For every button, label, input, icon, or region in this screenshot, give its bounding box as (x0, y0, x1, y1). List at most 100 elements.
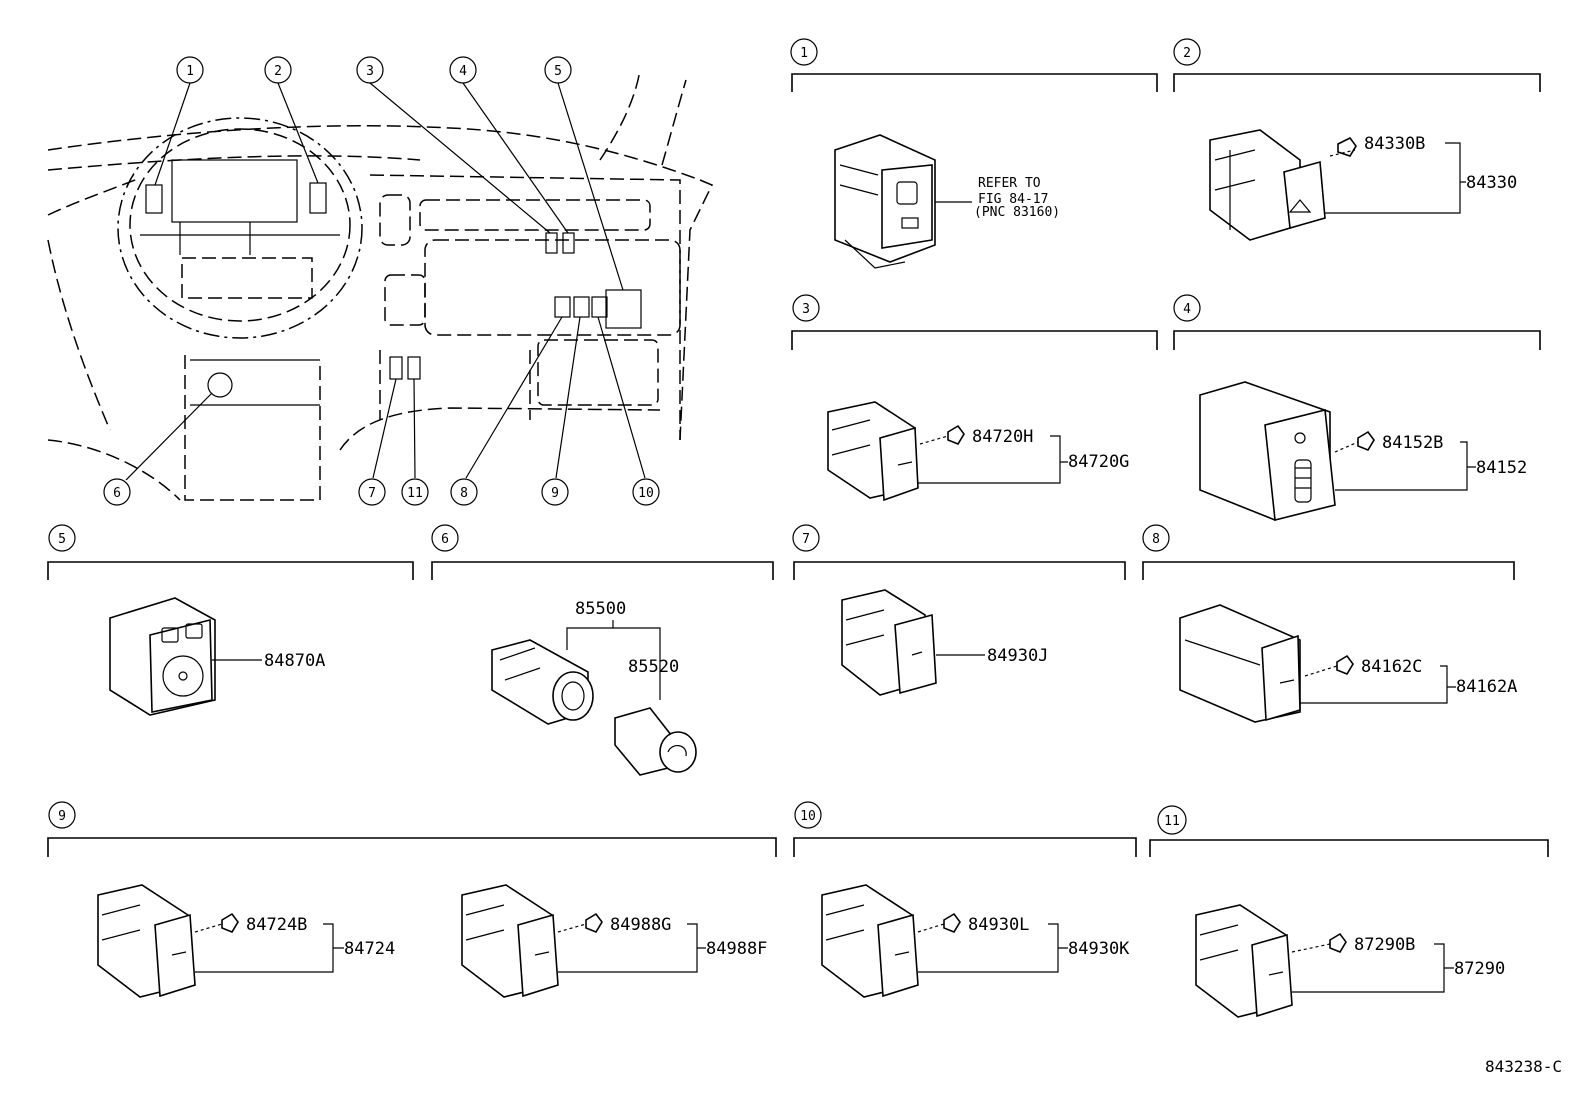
part-84724B: 84724B (246, 915, 307, 935)
bulb-icon (1357, 430, 1375, 451)
switch-location-10 (591, 296, 608, 318)
svg-text:10: 10 (638, 486, 654, 501)
svg-text:4: 4 (1183, 302, 1191, 317)
section-10: 10 84930L 84930K (793, 801, 1137, 998)
part-84930J: 84930J (987, 646, 1048, 666)
section-4: 4 84152B 84152 (1173, 294, 1541, 521)
svg-text:4: 4 (459, 64, 467, 79)
svg-text:9: 9 (58, 809, 66, 824)
svg-text:9: 9 (551, 486, 559, 501)
svg-text:3: 3 (802, 302, 810, 317)
switch-7-icon (841, 589, 937, 696)
section-6: 6 85500 85520 (431, 524, 774, 776)
part-87290: 87290 (1454, 959, 1505, 979)
callout-6: 6 (103, 478, 131, 506)
bulb-icon (1337, 136, 1357, 157)
svg-text:8: 8 (1152, 532, 1160, 547)
svg-text:7: 7 (368, 486, 376, 501)
switch-9a-icon (97, 884, 196, 998)
part-84930L: 84930L (968, 915, 1029, 935)
svg-text:FIG 84-17: FIG 84-17 (978, 192, 1048, 207)
part-84330: 84330 (1466, 173, 1517, 193)
part-84152B: 84152B (1382, 433, 1443, 453)
svg-text:5: 5 (58, 532, 66, 547)
callout-9: 9 (541, 478, 569, 506)
svg-text:10: 10 (800, 809, 816, 824)
svg-text:6: 6 (441, 532, 449, 547)
bulb-icon (943, 912, 961, 933)
part-84724: 84724 (344, 939, 395, 959)
bulb-icon (221, 912, 239, 933)
svg-text:2: 2 (1183, 46, 1191, 61)
svg-text:1: 1 (186, 64, 194, 79)
part-85520: 85520 (628, 657, 679, 677)
bulb-icon (585, 912, 603, 933)
callout-7: 7 (358, 478, 386, 506)
part-84930K: 84930K (1068, 939, 1130, 959)
switch-location-5 (605, 289, 642, 329)
section-8: 8 84162C 84162A (1142, 524, 1517, 723)
part-84162A: 84162A (1456, 677, 1517, 697)
callout-5: 5 (544, 56, 572, 84)
switch-location-8 (554, 296, 571, 318)
callout-11: 11 (401, 478, 429, 506)
part-84720G: 84720G (1068, 452, 1129, 472)
switch-location-1 (145, 184, 163, 214)
callout-8: 8 (450, 478, 478, 506)
svg-text:(PNC 83160): (PNC 83160) (974, 205, 1060, 220)
part-87290B: 87290B (1354, 935, 1415, 955)
svg-text:11: 11 (407, 486, 423, 501)
switch-9b-icon (461, 884, 559, 998)
svg-text:6: 6 (113, 486, 121, 501)
svg-text:7: 7 (802, 532, 810, 547)
cigarette-lighter-icon (614, 707, 697, 776)
dimmer-switch-icon (1199, 381, 1336, 521)
section-3: 3 84720H 84720G (791, 294, 1158, 502)
callout-1: 1 (176, 56, 204, 84)
part-84870A: 84870A (264, 651, 325, 671)
switch-location-2 (309, 182, 327, 214)
part-85500: 85500 (575, 599, 626, 619)
svg-text:2: 2 (274, 64, 282, 79)
callout-4: 4 (449, 56, 477, 84)
diagram-code: 843238-C (1485, 1057, 1562, 1076)
bulb-icon (947, 424, 965, 445)
switch-location-6 (207, 372, 233, 398)
switch-10-icon (821, 884, 919, 998)
part-84988F: 84988F (706, 939, 767, 959)
section-5: 5 84870A (47, 524, 414, 716)
section-1: 1 REFER TO FIG 84-17 (PNC 83160) (790, 38, 1158, 269)
svg-text:8: 8 (460, 486, 468, 501)
switch-location-7 (389, 356, 403, 380)
switch-3-icon (827, 401, 919, 502)
switch-location-3 (545, 232, 558, 254)
switch-11-icon (1195, 904, 1293, 1018)
hazard-switch-icon (1209, 129, 1326, 241)
cigarette-lighter-socket-icon (491, 639, 594, 725)
bulb-icon (1329, 932, 1347, 953)
part-84162C: 84162C (1361, 657, 1422, 677)
section-2: 2 84330B 84330 (1173, 38, 1541, 241)
svg-text:5: 5 (554, 64, 562, 79)
part-84720H: 84720H (972, 427, 1033, 447)
mirror-switch-icon (109, 597, 216, 716)
switch-location-11 (407, 356, 421, 380)
combination-switch-icon (834, 134, 936, 269)
part-84152: 84152 (1476, 458, 1527, 478)
svg-text:3: 3 (366, 64, 374, 79)
section-11: 11 87290B 87290 (1149, 805, 1549, 1018)
part-84330B: 84330B (1364, 134, 1425, 154)
callout-3: 3 (356, 56, 384, 84)
fog-light-switch-icon (1179, 604, 1301, 723)
svg-text:11: 11 (1164, 814, 1180, 829)
switch-location-4 (562, 232, 575, 254)
section-9: 9 84724B 84724 84988G 84988F (47, 801, 777, 998)
bulb-icon (1336, 654, 1354, 675)
switch-location-9 (573, 296, 590, 318)
part-84988G: 84988G (610, 915, 671, 935)
svg-text:REFER TO: REFER TO (978, 176, 1041, 191)
callout-10: 10 (632, 478, 660, 506)
callout-2: 2 (264, 56, 292, 84)
dashboard-overview: 1 2 3 4 5 6 7 11 8 9 10 (47, 56, 714, 506)
